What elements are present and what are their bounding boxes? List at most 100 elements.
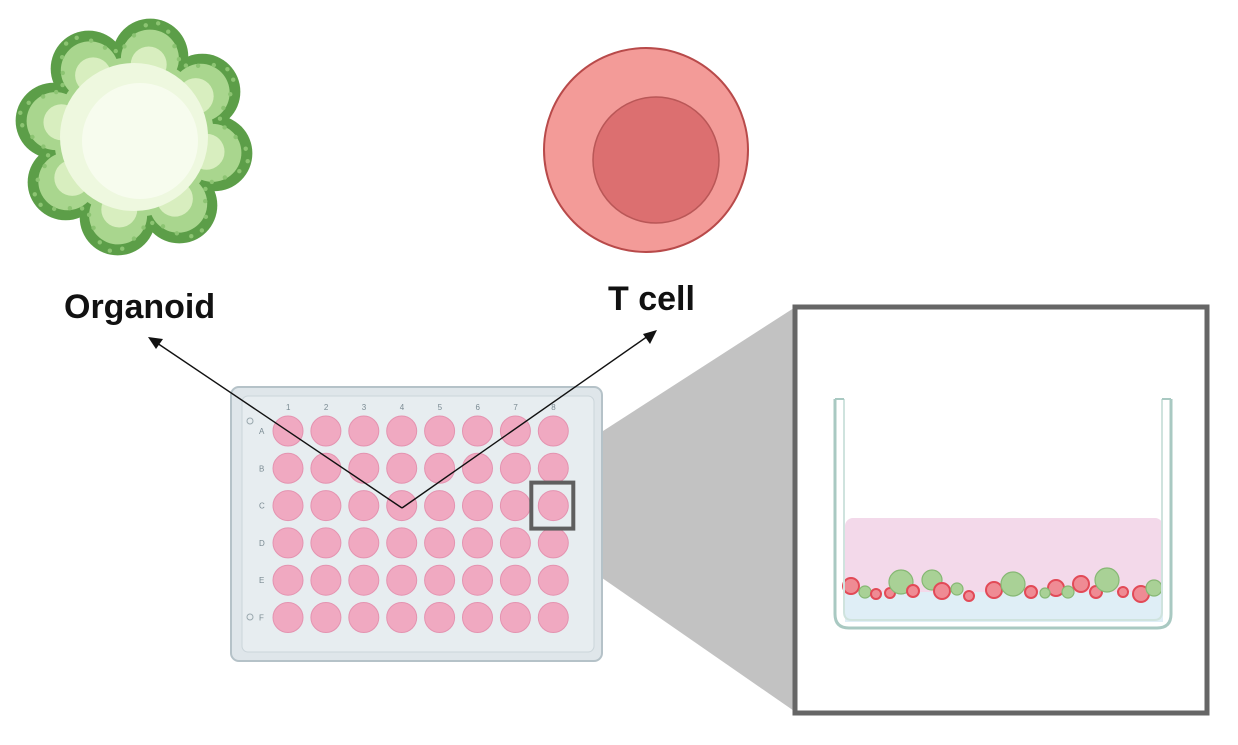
plate-column-label: 1 xyxy=(286,403,291,412)
highlighted-well-box xyxy=(529,480,576,531)
organoid-lumen xyxy=(43,46,225,228)
well-A7 xyxy=(499,415,531,447)
organoid-nucleus xyxy=(86,212,92,218)
organoid-cell-nuclei xyxy=(18,21,250,253)
plate-column-label: 2 xyxy=(324,403,329,412)
well-B8 xyxy=(537,452,569,484)
organoid-nucleus xyxy=(155,21,161,26)
well-D5 xyxy=(424,527,456,559)
organoid-nucleus xyxy=(221,105,226,111)
well-F4 xyxy=(386,602,418,633)
organoid-nucleus xyxy=(174,231,180,236)
organoid-nucleus xyxy=(203,214,209,220)
organoid-dot xyxy=(1094,567,1120,593)
well-E5 xyxy=(424,564,456,596)
plate-wells xyxy=(272,415,569,633)
t-cell-dot xyxy=(1024,585,1038,599)
organoid-nucleus xyxy=(42,163,47,169)
well-A3 xyxy=(348,415,380,447)
organoid-nucleus xyxy=(217,116,223,121)
organoid-nucleus xyxy=(211,62,217,68)
organoid-dot xyxy=(1039,587,1051,599)
zoomed-well-view xyxy=(792,304,1210,716)
co-culture-cells xyxy=(842,567,1163,603)
organoid-nucleus xyxy=(102,45,108,50)
t-cell-dot xyxy=(1072,575,1090,593)
organoid-nucleus xyxy=(233,134,238,140)
organoid-nucleus xyxy=(150,220,155,226)
organoid-nucleus xyxy=(74,35,79,40)
well-B7 xyxy=(499,452,531,484)
well-A6 xyxy=(462,415,493,447)
organoid-label: Organoid xyxy=(64,288,216,326)
organoid-nucleus xyxy=(122,44,127,49)
t-cell-dot xyxy=(985,581,1003,599)
well-E3 xyxy=(348,564,380,596)
well-E2 xyxy=(310,564,342,596)
organoid-nucleus xyxy=(60,70,65,76)
organoid-nucleus xyxy=(222,175,228,180)
well-A8 xyxy=(537,415,569,447)
arrow-to-t-cell xyxy=(401,335,649,509)
organoid-nucleus xyxy=(228,91,233,97)
organoid-nucleus xyxy=(243,146,248,151)
plate-row-label: A xyxy=(259,427,265,436)
organoid-nucleus xyxy=(59,54,65,60)
well-wall-inner xyxy=(843,399,1163,621)
well-D2 xyxy=(310,527,342,559)
organoid-nucleus xyxy=(18,110,23,116)
organoid-nucleus xyxy=(26,100,31,105)
organoid-nucleus xyxy=(60,82,65,88)
well-A4 xyxy=(386,415,418,447)
plate-orientation-mark-bottom xyxy=(246,613,254,621)
plate-row-label: F xyxy=(259,614,264,623)
organoid-nucleus xyxy=(30,134,35,140)
organoid-nucleus xyxy=(199,228,205,233)
organoid-nucleus xyxy=(195,63,201,68)
organoid-nucleus xyxy=(183,63,189,68)
well-E4 xyxy=(386,564,418,596)
t-cell-dot xyxy=(1117,586,1129,598)
t-cell-dot xyxy=(963,590,975,602)
well-C5 xyxy=(424,490,456,522)
organoid-dot xyxy=(1061,585,1075,599)
organoid-nucleus xyxy=(97,240,102,245)
well-C4 xyxy=(386,490,418,522)
well-A2 xyxy=(310,415,342,447)
organoid-nucleus xyxy=(88,38,94,43)
well-C3 xyxy=(348,490,380,522)
organoid-nucleus xyxy=(79,206,85,211)
t-cell-dot xyxy=(906,584,920,598)
organoid-nucleus xyxy=(113,48,118,54)
well-C7 xyxy=(499,490,531,522)
well-F1 xyxy=(272,602,304,633)
organoid-nucleus xyxy=(51,206,57,212)
t-cell-dot xyxy=(842,577,860,595)
organoid-nucleus xyxy=(166,29,171,34)
organoid-dot xyxy=(950,582,964,596)
well-F7 xyxy=(499,602,531,633)
well-F6 xyxy=(462,602,493,633)
well-B6 xyxy=(462,452,493,484)
organoid-illustration xyxy=(15,18,253,256)
organoid-nucleus xyxy=(35,177,40,183)
well-D3 xyxy=(348,527,380,559)
organoid-nucleus xyxy=(131,33,137,38)
plate-column-label: 6 xyxy=(476,403,481,412)
well-B3 xyxy=(348,452,380,484)
plate-column-label: 8 xyxy=(551,403,556,412)
arrow-to-t-cell-head xyxy=(643,330,657,344)
organoid-nucleus xyxy=(209,179,215,185)
organoid-nucleus xyxy=(225,66,230,72)
organoid-nucleus xyxy=(231,77,236,82)
t-cell-dot xyxy=(933,582,951,600)
well-E7 xyxy=(499,564,531,596)
plate-row-label: B xyxy=(259,464,264,473)
organoid-nucleus xyxy=(131,236,137,241)
well-E8 xyxy=(537,564,569,596)
